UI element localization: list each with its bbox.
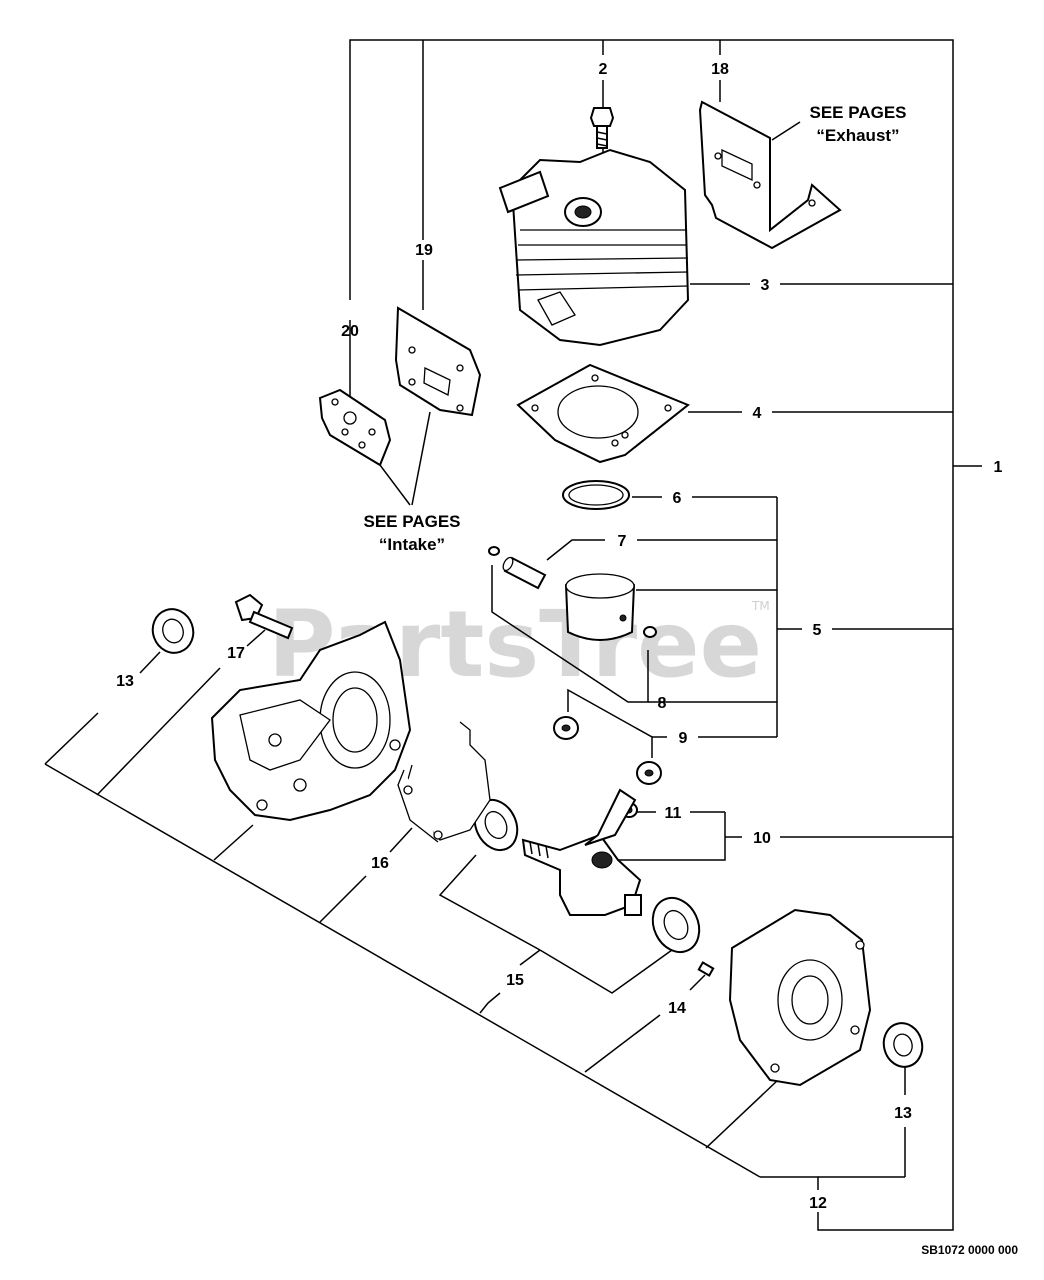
callout-9: 9: [679, 730, 688, 747]
callout-5: 5: [813, 622, 822, 639]
callout-20: 20: [341, 323, 359, 340]
intake-note-title: SEE PAGES: [364, 512, 461, 531]
dowel-pin-part: [697, 961, 715, 977]
crank-cover-part: [728, 908, 872, 1087]
callout-6: 6: [673, 490, 682, 507]
crankcase-gasket-part: [397, 721, 491, 843]
callout-10: 10: [753, 830, 771, 847]
cylinder-part: [498, 148, 690, 347]
callout-2: 2: [599, 61, 608, 78]
piston-pin-part: [488, 546, 547, 590]
washer-part: [553, 716, 662, 785]
oil-seal-right-part: [882, 1022, 924, 1068]
cylinder-gasket-part: [516, 363, 690, 464]
ball-bearing-part: [473, 798, 701, 954]
callout-13-right: 13: [894, 1105, 912, 1122]
diagram-code: SB1072 0000 000: [921, 1243, 1018, 1257]
callout-18: 18: [711, 61, 729, 78]
callout-8: 8: [658, 695, 667, 712]
exhaust-note-subtitle: “Exhaust”: [816, 126, 899, 145]
callout-labels: 1 2 3 4 5 6 7 8 9 10 11 12 13 13 14 15 1…: [116, 61, 1002, 1212]
callout-4: 4: [753, 405, 762, 422]
exhaust-plate-part: [698, 100, 842, 250]
callout-19: 19: [415, 242, 433, 259]
bolt-part: [589, 107, 615, 149]
insulator-plate-part: [318, 388, 392, 467]
callout-13-left: 13: [116, 673, 134, 690]
intake-note-subtitle: “Intake”: [379, 535, 445, 554]
intake-gasket-part: [394, 306, 482, 417]
crankshaft-part: [521, 788, 642, 916]
callout-17: 17: [227, 645, 245, 662]
callout-14: 14: [668, 1000, 686, 1017]
crankcase-part: [210, 620, 412, 822]
callout-11: 11: [665, 805, 682, 822]
leader-lines: [44, 39, 982, 1231]
callout-1: 1: [994, 459, 1003, 476]
callout-12: 12: [809, 1195, 827, 1212]
callout-16: 16: [371, 855, 389, 872]
piston-part: [564, 573, 636, 641]
crankcase-bolt-part: [234, 593, 294, 640]
callout-7: 7: [618, 533, 627, 550]
watermark-trademark: TM: [751, 599, 770, 613]
exhaust-note-title: SEE PAGES: [810, 103, 907, 122]
callout-3: 3: [761, 277, 770, 294]
oil-seal-left-part: [151, 608, 195, 654]
callout-15: 15: [506, 972, 524, 989]
piston-clip-part: [643, 626, 657, 638]
